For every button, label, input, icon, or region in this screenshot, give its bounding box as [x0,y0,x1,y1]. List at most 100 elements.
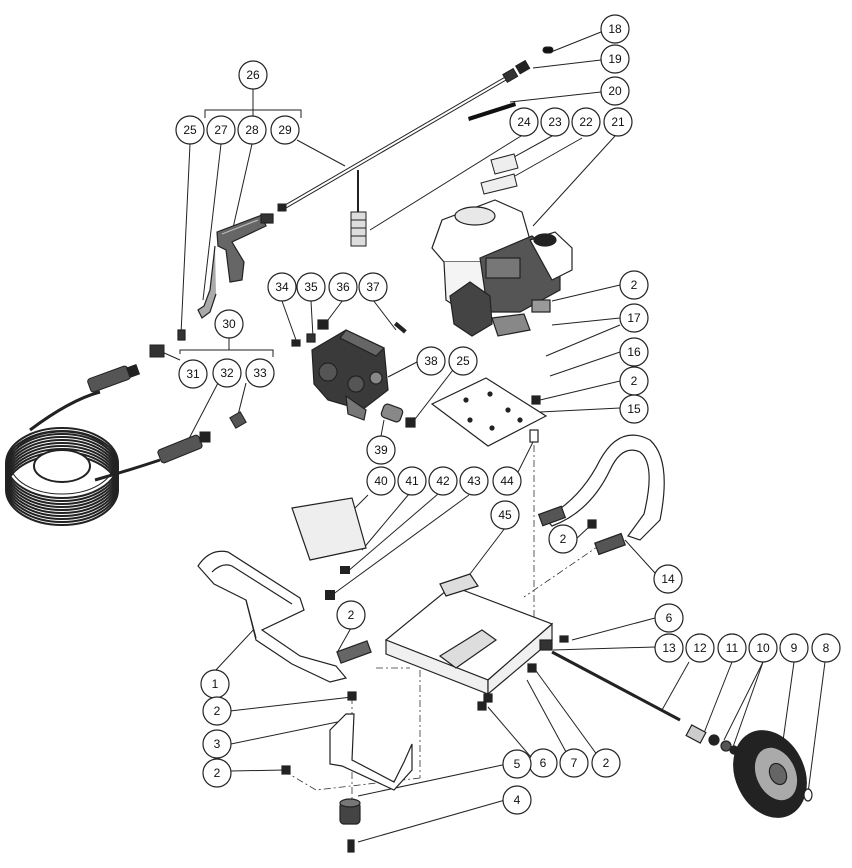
callout-31: 31 [178,359,208,389]
leader-lines [161,31,826,843]
callout-44: 44 [492,466,522,496]
callout-circle [748,633,778,663]
callout-circle [214,309,244,339]
callout-number: 22 [579,115,593,129]
callout-number: 14 [661,572,675,586]
callout-20: 20 [600,76,630,106]
callout-43: 43 [459,466,489,496]
callout-number: 18 [608,22,622,36]
callout-circle [296,272,326,302]
callout-circle [416,346,446,376]
callout-19: 19 [600,44,630,74]
base-platform [384,573,569,711]
callout-circle [237,115,267,145]
callout-number: 24 [517,115,531,129]
engine [431,199,573,337]
callout-2: 2 [619,366,649,396]
callout-circle [492,466,522,496]
callout-2: 2 [619,270,649,300]
callout-37: 37 [358,272,388,302]
hose [5,344,247,526]
callout-number: 11 [726,641,739,655]
callout-24: 24 [509,107,539,137]
callout-28: 28 [237,115,267,145]
callout-circle [202,758,232,788]
callout-number: 2 [631,374,638,388]
callout-29: 29 [270,115,300,145]
callout-circle [358,272,388,302]
callout-13: 13 [654,633,684,663]
callout-circle [600,44,630,74]
callout-circle [619,394,649,424]
callout-circle [448,346,478,376]
callout-39: 39 [366,435,396,465]
callout-circle [603,107,633,137]
callout-number: 31 [186,367,200,381]
callout-number: 2 [214,766,221,780]
pump [177,319,416,428]
callout-number: 28 [245,123,259,137]
callout-number: 2 [603,756,610,770]
callout-number: 23 [548,115,562,129]
engine-mount-plate [430,377,548,447]
callout-21: 21 [603,107,633,137]
callout-number: 34 [275,280,289,294]
callout-number: 41 [405,474,419,488]
callout-23: 23 [540,107,570,137]
callout-number: 4 [514,793,521,807]
callout-27: 27 [206,115,236,145]
callout-7: 7 [559,748,589,778]
fasteners-42-43 [325,566,350,600]
callout-2: 2 [591,748,621,778]
callout-number: 36 [336,280,350,294]
callout-circle [270,115,300,145]
callout-circle [202,696,232,726]
bracket [281,691,413,791]
callout-30: 30 [214,309,244,339]
callout-8: 8 [811,633,841,663]
callout-17: 17 [619,303,649,333]
rear-handle [537,434,665,556]
callout-number: 38 [424,354,438,368]
callout-35: 35 [296,272,326,302]
callout-number: 25 [456,354,470,368]
callout-34: 34 [267,272,297,302]
callout-15: 15 [619,394,649,424]
rubber-foot [339,798,361,853]
callout-circle [206,115,236,145]
callout-circle [559,748,589,778]
callout-circle [490,500,520,530]
callout-number: 37 [366,280,380,294]
callout-number: 44 [500,474,514,488]
callout-circle [540,107,570,137]
callout-number: 10 [756,641,770,655]
callout-circle [548,524,578,554]
callout-number: 2 [560,532,567,546]
belt-guard [291,497,367,561]
callout-circle [619,337,649,367]
nozzle-tips [468,102,516,121]
callout-25: 25 [175,115,205,145]
callout-2: 2 [202,758,232,788]
callout-circle [267,272,297,302]
spray-lance [277,46,554,212]
callout-number: 33 [253,366,267,380]
callout-number: 8 [823,641,830,655]
callout-number: 2 [214,704,221,718]
callout-6: 6 [528,748,558,778]
callout-16: 16 [619,337,649,367]
callout-circle [619,270,649,300]
callout-number: 20 [608,84,622,98]
callout-circle [717,633,747,663]
callout-4: 4 [502,785,532,815]
callout-number: 45 [498,508,512,522]
callout-circle [619,303,649,333]
callout-number: 19 [608,52,622,66]
callout-number: 27 [214,123,228,137]
callout-number: 15 [627,402,641,416]
callout-10: 10 [748,633,778,663]
callout-45: 45 [490,500,520,530]
callout-number: 40 [374,474,388,488]
